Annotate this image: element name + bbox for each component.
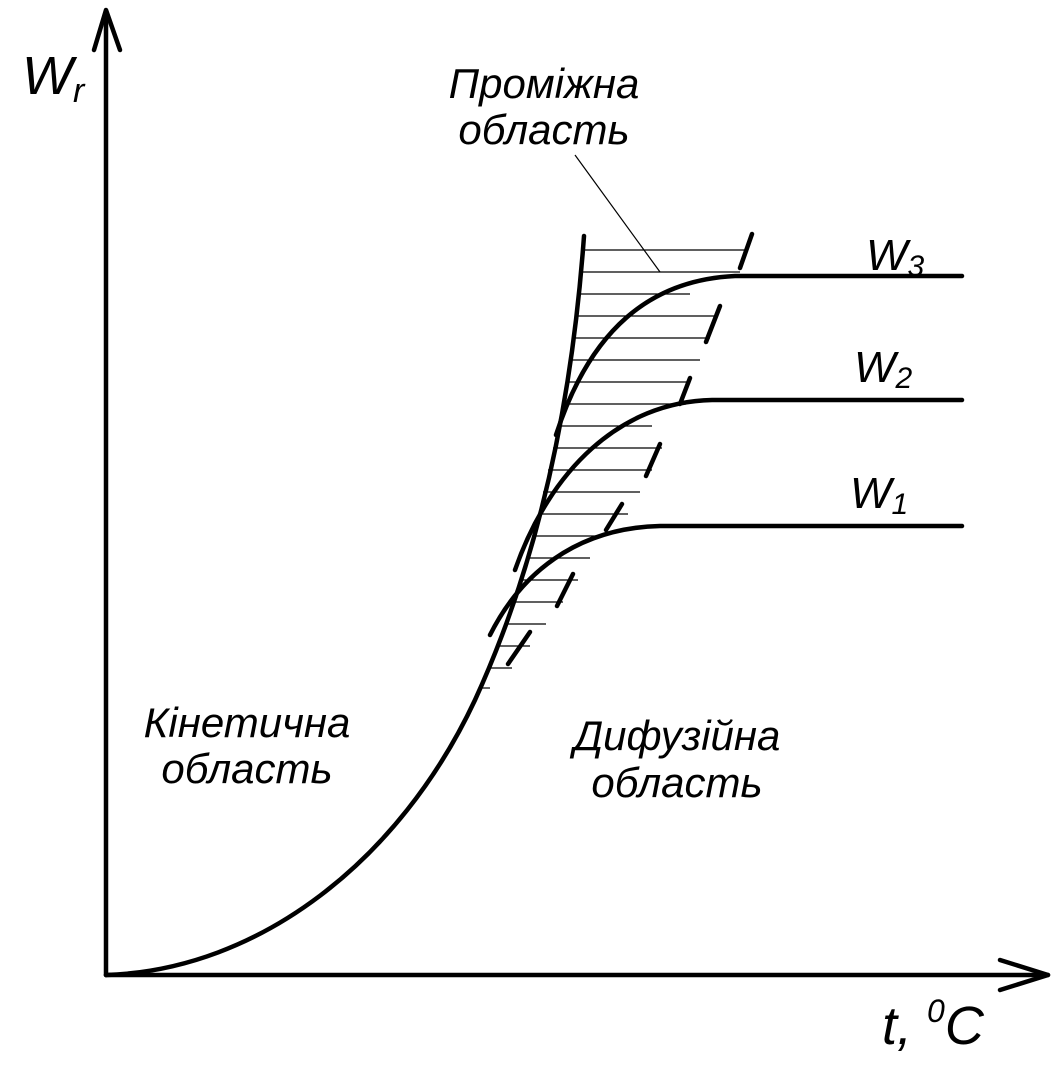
curve-w3-label: W3 bbox=[866, 231, 925, 283]
transition-hatching bbox=[482, 249, 748, 689]
curve-w1-label-sub: 1 bbox=[892, 488, 909, 521]
curve-w3 bbox=[553, 273, 965, 438]
y-axis-label: Wr bbox=[22, 46, 86, 110]
transition-region-line1: Проміжна bbox=[449, 60, 640, 107]
transition-boundary-dashed bbox=[505, 231, 755, 667]
curve-w1-label-main: W bbox=[850, 469, 895, 518]
x-axis-label-sup: 0 bbox=[927, 993, 945, 1029]
kinetic-curve bbox=[103, 233, 587, 978]
curve-w2 bbox=[512, 397, 965, 573]
transition-leader bbox=[574, 154, 661, 273]
axes bbox=[91, 7, 1051, 993]
diffusion-region-line2: область bbox=[591, 759, 762, 806]
x-axis-label-main: t, bbox=[882, 996, 927, 1056]
curve-w1 bbox=[487, 523, 965, 638]
curve-w3-label-main: W bbox=[866, 231, 911, 280]
curve-w2-label: W2 bbox=[854, 343, 913, 395]
transition-region-line2: область bbox=[458, 106, 629, 153]
x-axis-label: t, 0C bbox=[882, 993, 985, 1056]
diffusion-region-line1: Дифузійна bbox=[570, 712, 781, 759]
x-axis-label-unit: C bbox=[945, 996, 985, 1056]
curve-w3-label-sub: 3 bbox=[908, 250, 925, 283]
kinetic-region-line1: Кінетична bbox=[144, 699, 351, 746]
curve-w2-label-sub: 2 bbox=[895, 362, 913, 395]
y-axis-arrow bbox=[91, 7, 123, 53]
curve-w1-label: W1 bbox=[850, 469, 908, 521]
x-axis-arrow bbox=[997, 957, 1051, 993]
y-axis-label-main: W bbox=[22, 46, 78, 106]
curve-w2-label-main: W bbox=[854, 343, 899, 392]
y-axis-label-sub: r bbox=[73, 72, 86, 110]
kinetic-region-line2: область bbox=[161, 745, 332, 792]
